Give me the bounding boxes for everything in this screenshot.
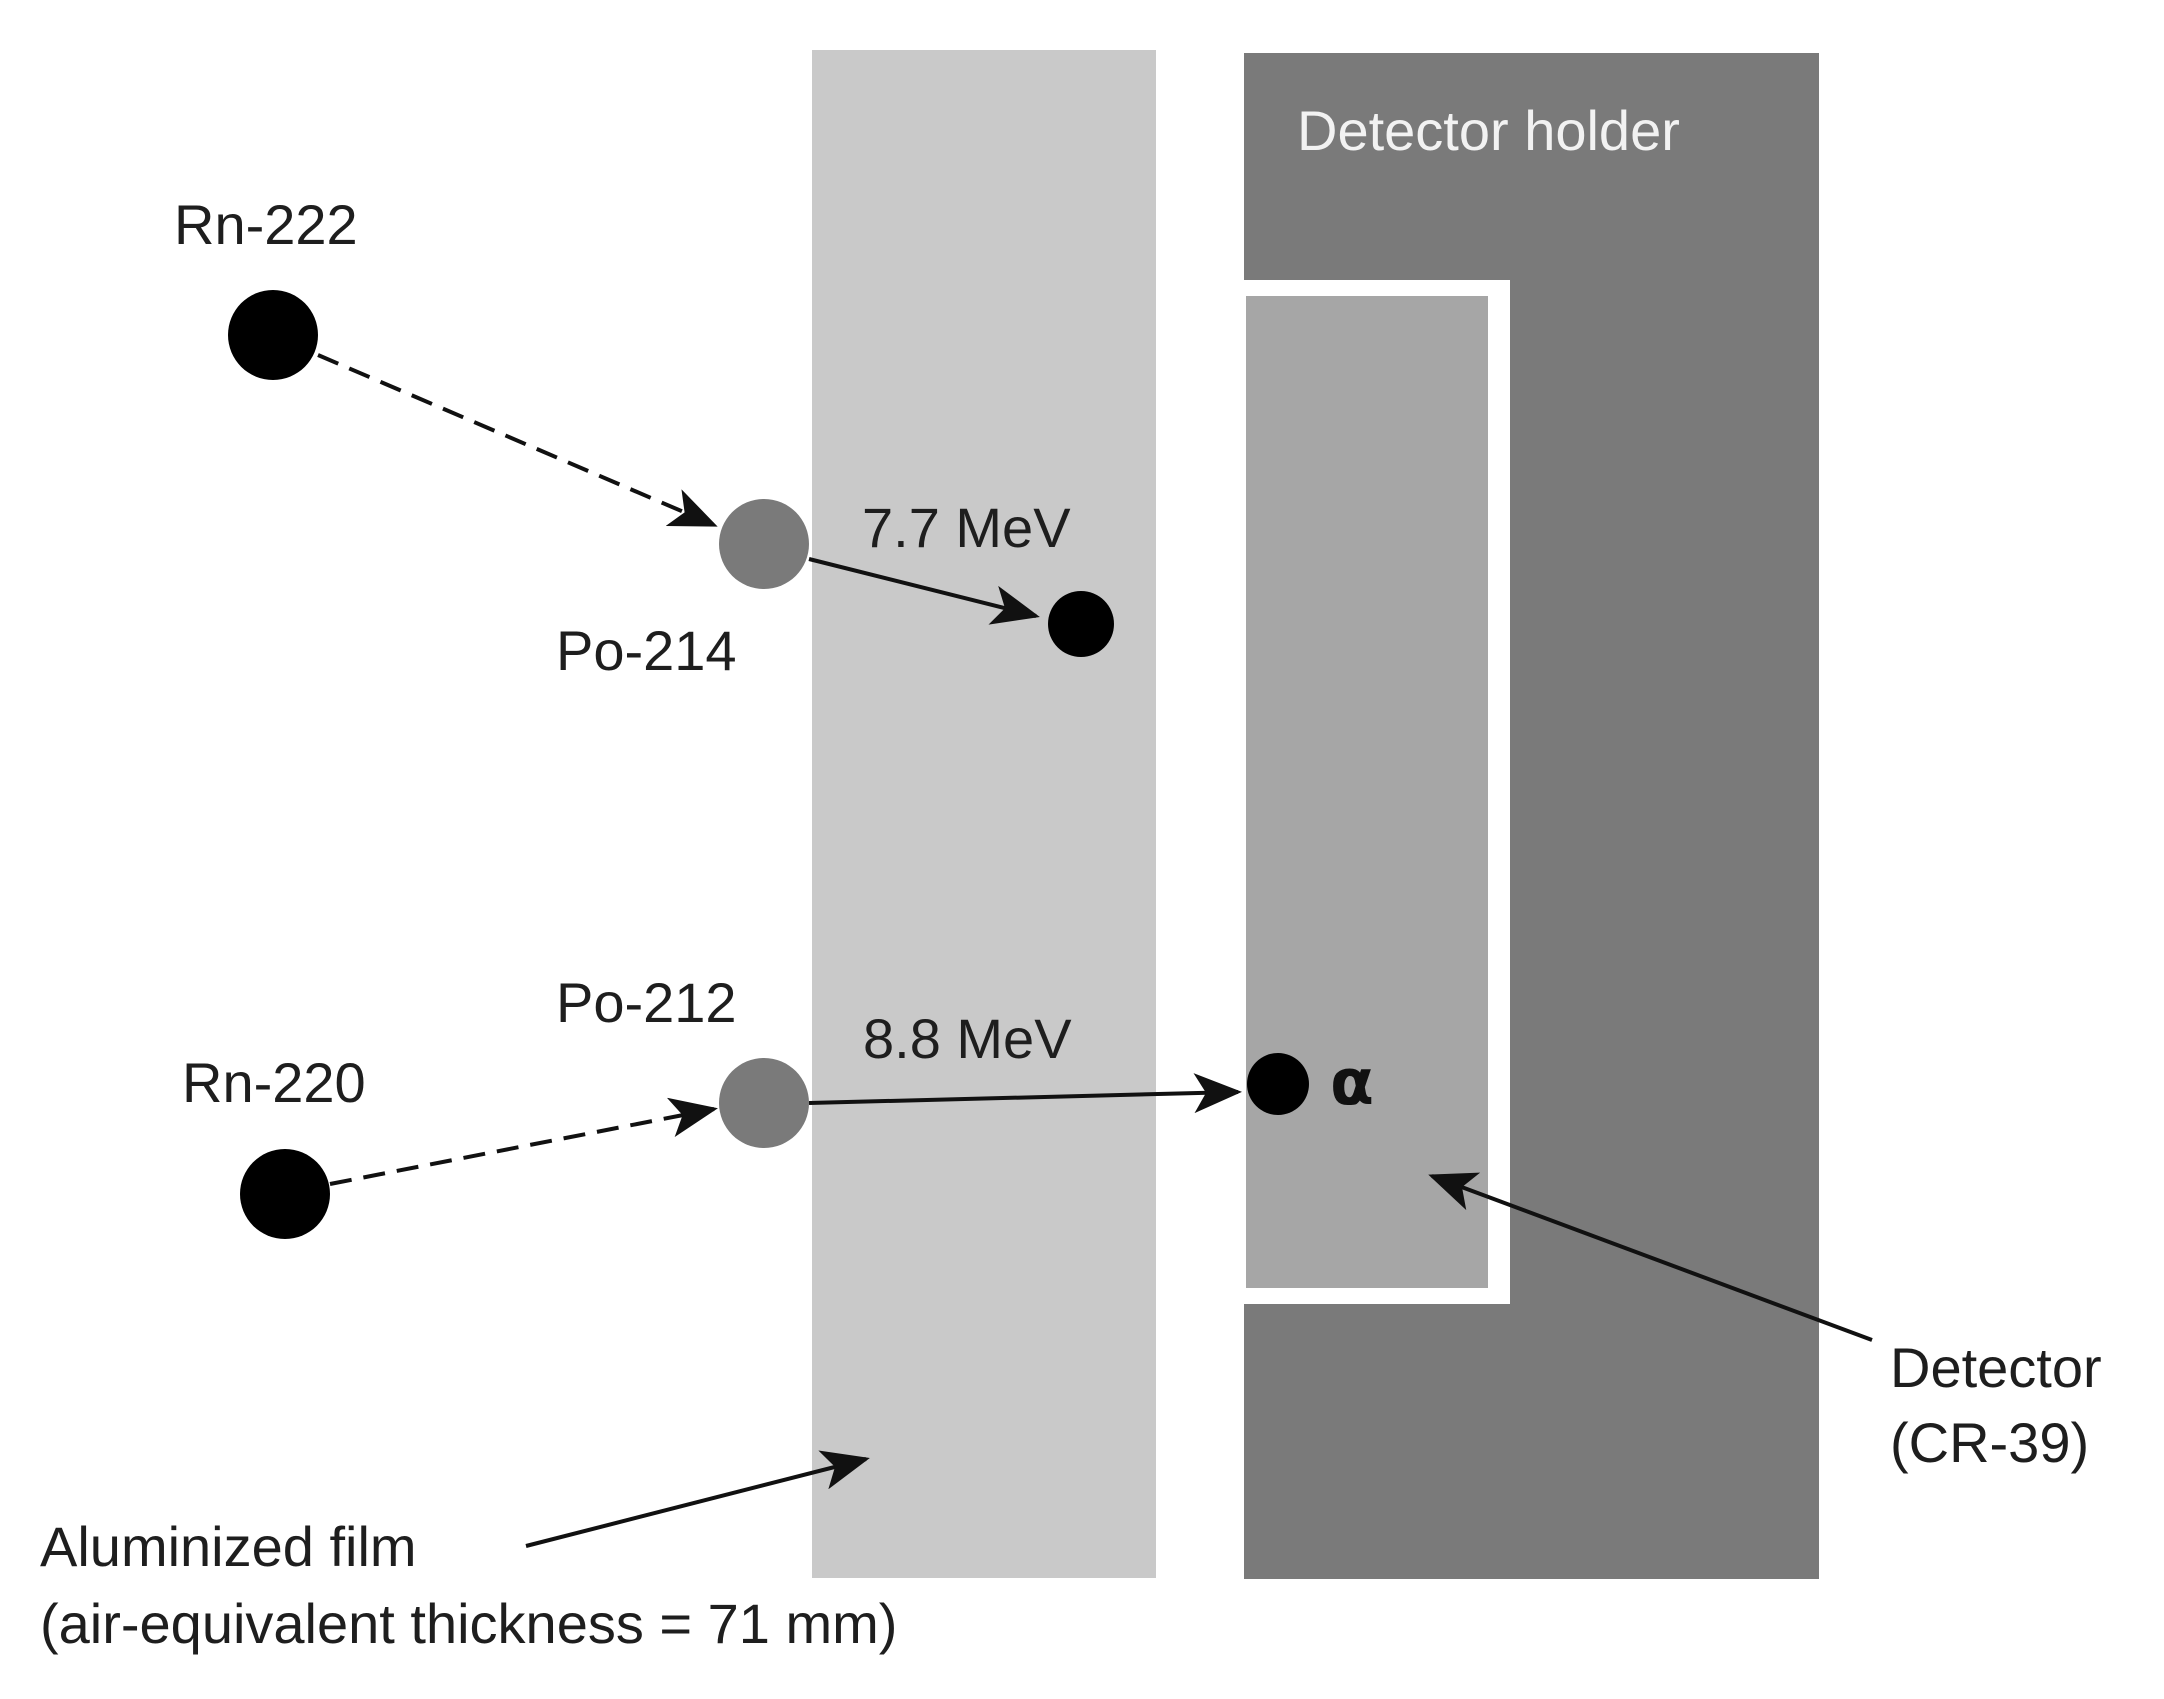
film-pointer-arrow [525,1450,870,1548]
alpha-symbol: α [1330,1046,1374,1120]
rn220-atom [240,1149,330,1239]
rn222-decay-arrow [317,353,718,527]
po214-atom [719,499,809,589]
rn222-label: Rn-222 [174,193,358,256]
po214-energy-label: 7.7 MeV [862,496,1071,559]
detector-cr39 [1246,296,1488,1288]
po212-atom [719,1058,809,1148]
po212-label: Po-212 [556,971,737,1034]
detector-pointer-arrow [1428,1172,1873,1342]
po214-alpha-arrow [808,557,1040,625]
po214-label: Po-214 [556,619,737,682]
aluminized-film [812,50,1156,1578]
detector-label-line2: (CR-39) [1890,1411,2089,1474]
po214-alpha-particle [1048,591,1114,657]
rn222-atom [228,290,318,380]
rn220-decay-arrow [329,1097,718,1186]
rn220-label: Rn-220 [182,1051,366,1114]
film-label-line1: Aluminized film [40,1515,417,1578]
alpha-particle [1247,1053,1309,1115]
film-label-line2: (air-equivalent thickness = 71 mm) [40,1592,897,1655]
po212-energy-label: 8.8 MeV [863,1007,1072,1070]
po212-alpha-arrow [808,1073,1242,1114]
detector-holder-label: Detector holder [1297,99,1680,162]
detector-label-line1: Detector [1890,1336,2102,1399]
